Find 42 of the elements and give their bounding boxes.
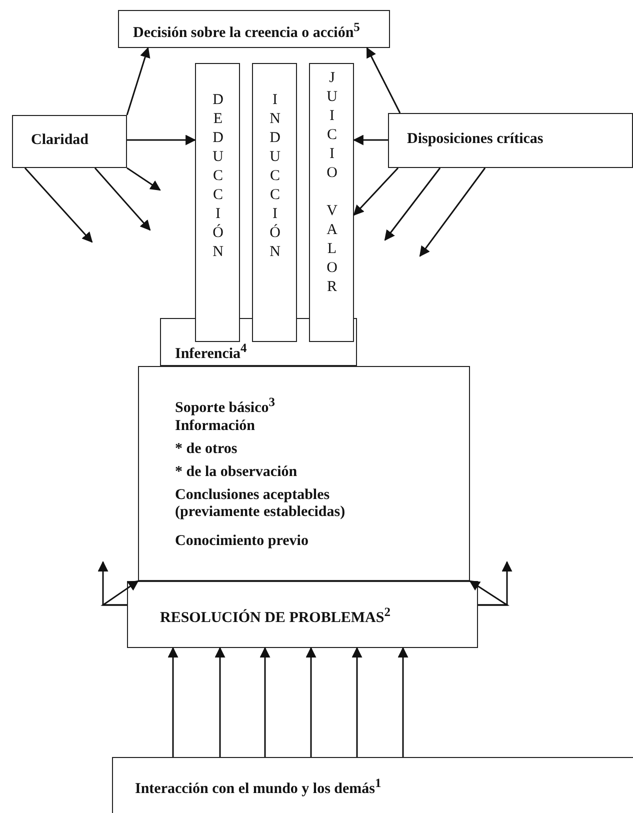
- arrow: [126, 47, 150, 116]
- arrow: [24, 168, 93, 243]
- label-box: [388, 113, 633, 168]
- base-box: [112, 757, 633, 813]
- box-title: Claridad: [31, 132, 89, 149]
- arrow: [353, 167, 399, 216]
- box-title: Disposiciones críticas: [407, 131, 544, 148]
- label-box: [12, 115, 127, 168]
- arrow: [469, 580, 510, 606]
- arrow: [384, 168, 441, 241]
- list-item: Conocimiento previo: [175, 533, 308, 550]
- arrow: [126, 167, 161, 191]
- decision-box: [118, 10, 390, 48]
- base-support-box: [138, 366, 470, 581]
- column-box: [195, 63, 240, 342]
- arrow: [94, 168, 151, 231]
- list-item: * de otros: [175, 441, 238, 458]
- arrow: [366, 47, 401, 114]
- box-title: Interacción con el mundo y los demás$^{1}$: [135, 776, 382, 798]
- vertical-label: INDUCCIÓN: [266, 92, 283, 263]
- problem-solving-box: [127, 581, 478, 648]
- box-title: RESOLUCIÓN DE PROBLEMAS$^{2}$: [160, 605, 390, 627]
- arrow: [398, 646, 408, 757]
- arrow: [306, 646, 316, 757]
- arrow: [352, 646, 362, 757]
- vertical-label: JUICIO VALOR: [323, 70, 340, 298]
- list-item: * de la observación: [175, 464, 298, 481]
- column-box: [309, 63, 354, 342]
- arrow: [419, 168, 486, 257]
- arrow: [352, 134, 388, 146]
- arrow: [100, 580, 139, 606]
- list-item: Conclusiones aceptables (previamente establecidas): [175, 487, 346, 521]
- box-title: Soporte básico$^{3}$: [175, 395, 275, 417]
- column-box: [252, 63, 297, 342]
- box-title: Decisión sobre la creencia o acción$^{5}$: [133, 20, 360, 42]
- box-title: Inferencia$^{4}$: [175, 341, 247, 363]
- vertical-label: DEDUCCIÓN: [209, 92, 226, 263]
- list-item: Información: [175, 418, 255, 435]
- arrow: [214, 646, 226, 757]
- arrow: [260, 646, 270, 757]
- arrow: [168, 646, 178, 757]
- arrow: [127, 134, 196, 146]
